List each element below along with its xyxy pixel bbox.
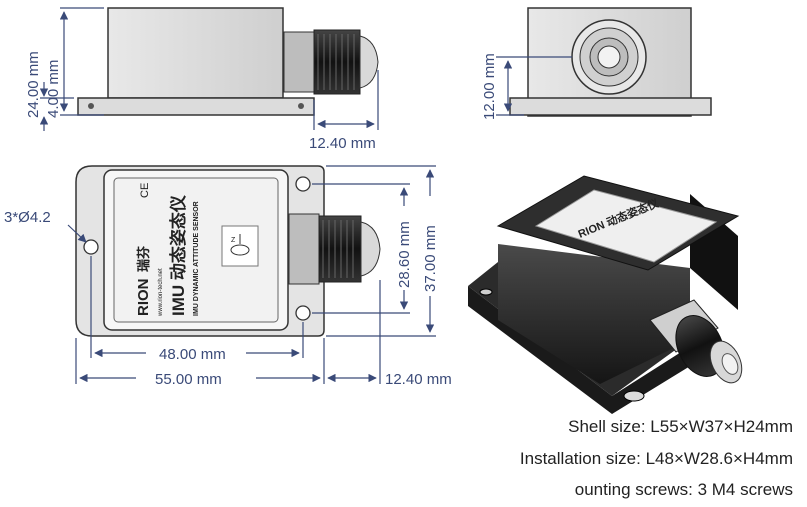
dim-front-height: 12.00 mm	[481, 53, 498, 120]
label-brand-cn: 瑞芬	[136, 245, 151, 272]
spec-shell-size: Shell size: L55×W37×H24mm	[568, 417, 793, 436]
dim-top-install-height: 28.60 mm	[396, 221, 413, 288]
top-view: RION 瑞芬 www.rion-tech.net IMU 动态姿态仪 IMU …	[75, 165, 381, 337]
dim-top-install-width: 48.00 mm	[159, 346, 226, 363]
front-view-dimensions	[496, 56, 572, 116]
label-product: IMU 动态姿态仪	[168, 194, 188, 316]
spec-mounting-screws: ounting screws: 3 M4 screws	[574, 480, 793, 499]
dim-side-base: 4.00 mm	[45, 60, 62, 118]
dim-side-gland: 12.40 mm	[309, 135, 376, 152]
label-brand: RION	[135, 279, 152, 317]
dim-top-width: 55.00 mm	[155, 371, 222, 388]
dim-side-height: 24.00 mm	[25, 51, 42, 118]
label-ce: CE	[139, 183, 151, 198]
product-3d-view: RION 动态姿态仪	[468, 175, 743, 414]
label-website: www.rion-tech.net	[158, 268, 164, 317]
side-view	[77, 7, 379, 116]
dim-top-hole: 3*Ø4.2	[4, 209, 51, 226]
side-view-dimensions	[39, 7, 379, 131]
dim-top-gland: 12.40 mm	[385, 371, 452, 388]
label-axis: Z	[231, 237, 236, 244]
dim-top-height: 37.00 mm	[422, 225, 439, 292]
spec-installation-size: Installation size: L48×W28.6×H4mm	[519, 449, 793, 468]
front-view	[509, 7, 712, 117]
label-product-en: IMU DYNAMIC ATTITUDE SENSOR	[193, 201, 200, 316]
